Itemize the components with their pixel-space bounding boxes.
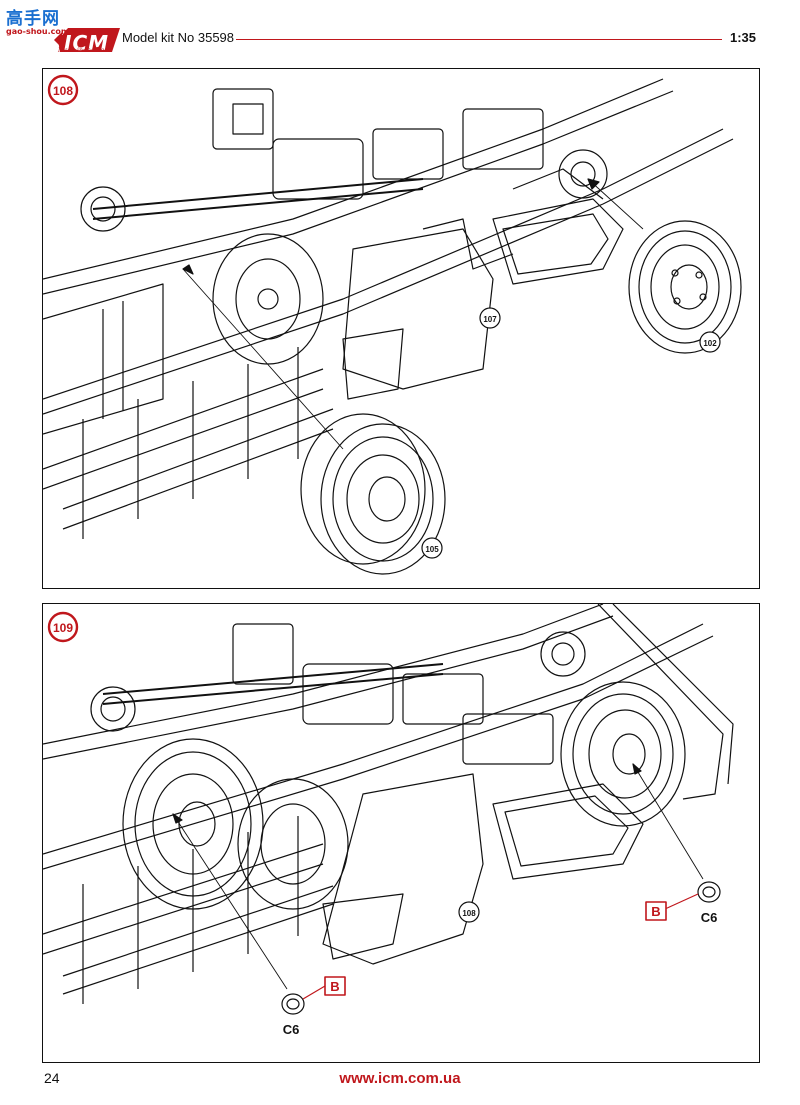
step-number: 108	[53, 84, 73, 98]
step-108-drawing: 108 107 102 105	[43, 74, 742, 575]
logo-slogan: Made in the Best	[58, 47, 110, 54]
page-number: 24	[44, 1070, 60, 1086]
watermark: 高手网 gao-shou.com.ua	[6, 4, 83, 36]
kit-scale: 1:35	[730, 30, 757, 45]
part-code: C6	[283, 1022, 300, 1037]
step-109-panel: B B C6 C6 109 108	[42, 603, 760, 1063]
paint-ref-label: B	[330, 979, 339, 994]
part-code: C6	[701, 910, 718, 925]
part-callout: 108	[462, 909, 476, 918]
part-callout: 102	[703, 339, 717, 348]
step-109-drawing: B B C6 C6 109 108	[43, 604, 734, 1037]
step-number: 109	[53, 621, 73, 635]
step-108-panel: 108 107 102 105	[42, 68, 760, 589]
watermark-title: 高手网	[6, 9, 60, 29]
part-callout: 107	[483, 315, 497, 324]
logo-brand: ICM	[64, 31, 110, 55]
part-callout: 105	[425, 545, 439, 554]
header-rule	[236, 39, 722, 40]
page-header: 高手网 gao-shou.com.ua ICM Made in the Best…	[0, 0, 800, 60]
logo-badge-icon	[54, 28, 120, 52]
icm-logo: ICM	[54, 26, 124, 58]
footer-url[interactable]: www.icm.com.ua	[339, 1070, 461, 1087]
paint-ref-label: B	[651, 904, 660, 919]
kit-title: Model kit No 35598	[122, 30, 235, 45]
watermark-url: gao-shou.com.ua	[6, 27, 84, 36]
